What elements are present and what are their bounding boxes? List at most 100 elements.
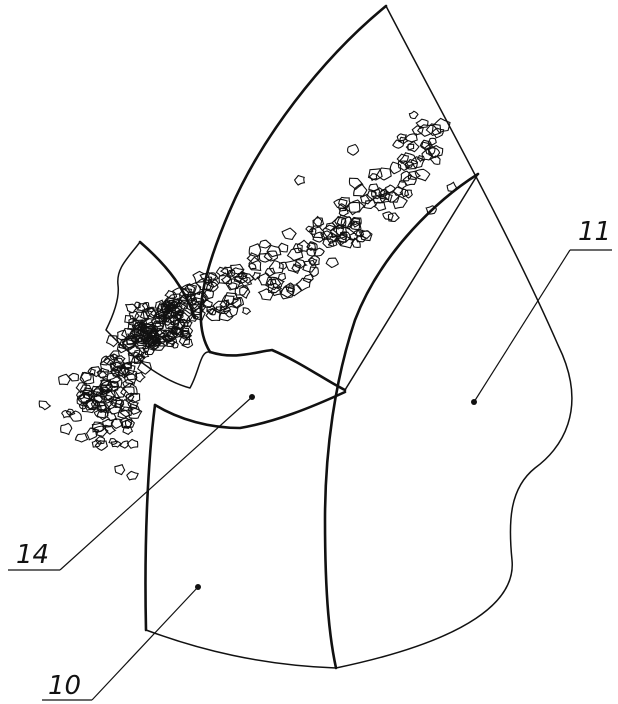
granule	[224, 278, 242, 291]
granule	[407, 170, 422, 180]
granule	[119, 406, 134, 418]
granule	[325, 257, 339, 269]
granule	[150, 332, 163, 343]
granule	[74, 432, 89, 443]
granule	[376, 167, 392, 181]
granule	[400, 170, 413, 182]
granule	[302, 273, 314, 284]
granule	[179, 303, 188, 310]
upper-segment-lower-edge	[208, 348, 347, 392]
granule	[392, 139, 405, 149]
granule	[138, 320, 147, 328]
granule	[102, 418, 114, 428]
granule	[246, 252, 260, 264]
granule	[270, 286, 281, 297]
granule	[248, 243, 262, 258]
granule	[134, 301, 142, 309]
granule	[367, 168, 383, 181]
granule	[201, 289, 214, 301]
granule	[106, 372, 123, 384]
granule	[258, 252, 273, 263]
granule	[154, 320, 162, 328]
granule	[126, 470, 139, 481]
granule	[58, 373, 71, 386]
granule	[109, 380, 120, 388]
granule	[75, 391, 86, 400]
granule	[349, 221, 361, 231]
granule	[248, 262, 257, 270]
granule	[112, 357, 125, 370]
granule	[308, 266, 319, 278]
granule	[122, 425, 134, 436]
granule	[99, 403, 112, 414]
granule	[187, 293, 196, 302]
granule	[302, 259, 317, 273]
granule	[135, 337, 146, 347]
segment-10-bottom-edge	[145, 629, 337, 669]
anchor-dot-11	[471, 399, 477, 405]
granule	[190, 306, 206, 321]
granule	[144, 334, 155, 344]
granule	[404, 158, 419, 170]
granule	[127, 332, 136, 340]
granule-cluster	[38, 110, 458, 481]
granule	[116, 343, 127, 354]
granule	[415, 118, 429, 129]
granule	[96, 367, 110, 379]
granule	[124, 314, 137, 324]
granule	[90, 399, 101, 409]
granule	[306, 247, 317, 257]
granule	[219, 266, 232, 275]
granule	[109, 361, 124, 374]
granule	[134, 371, 146, 383]
granule	[227, 282, 238, 290]
granule	[286, 284, 303, 297]
granule	[178, 312, 190, 322]
granule	[356, 234, 366, 243]
granule	[153, 338, 162, 347]
granule	[139, 319, 148, 326]
granule	[205, 308, 221, 322]
granule	[234, 284, 249, 296]
granule	[184, 283, 198, 294]
granule	[93, 408, 108, 419]
granule	[305, 225, 315, 233]
leader-line-14	[59, 396, 253, 571]
granule	[203, 276, 213, 286]
granule	[384, 190, 400, 203]
granule	[116, 365, 129, 376]
granule	[425, 123, 442, 137]
granule	[281, 227, 297, 240]
granule	[337, 235, 355, 249]
granule	[174, 326, 184, 337]
granule	[178, 335, 191, 346]
granule	[125, 392, 135, 401]
granule	[181, 338, 194, 349]
granule	[215, 305, 223, 313]
granule	[124, 369, 138, 381]
granule	[258, 239, 272, 249]
granule	[146, 335, 158, 345]
granule	[130, 333, 143, 344]
granule	[108, 437, 118, 445]
granule	[402, 174, 417, 187]
granule	[338, 203, 347, 212]
small-fragment-outline	[105, 241, 211, 389]
granule	[308, 227, 317, 236]
granule	[241, 307, 252, 315]
granule	[347, 143, 360, 156]
granule	[404, 189, 413, 199]
granule	[322, 224, 339, 239]
granule	[113, 399, 125, 410]
granule	[135, 334, 146, 343]
granule	[130, 328, 142, 339]
granule	[382, 211, 394, 222]
granule	[192, 300, 207, 314]
granule	[336, 231, 352, 243]
granule	[333, 198, 348, 209]
granule	[256, 272, 272, 286]
granule	[38, 400, 52, 411]
granule	[147, 306, 155, 313]
granule	[408, 110, 419, 120]
